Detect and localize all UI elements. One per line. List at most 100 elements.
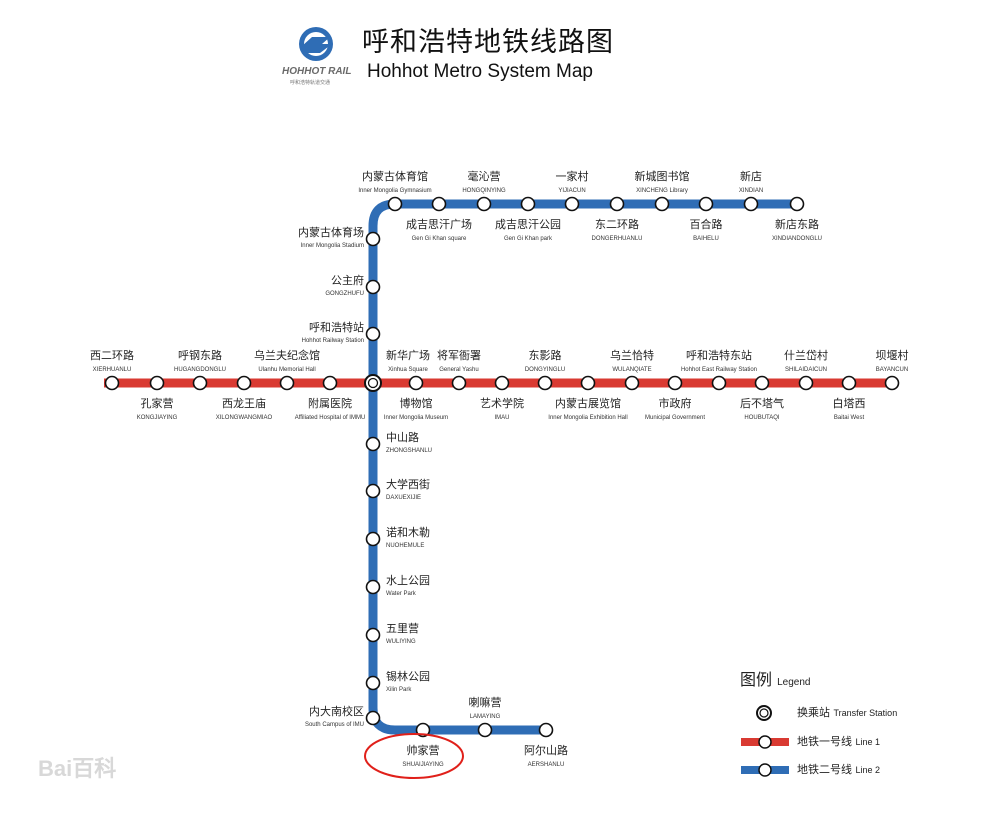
line1-station[interactable] [104, 375, 120, 391]
legend-line1-zh: 地铁一号线 [797, 735, 852, 748]
line2-station[interactable] [654, 196, 670, 212]
line2-station[interactable] [477, 722, 493, 738]
station-name-zh: 乌兰恰特 [610, 348, 654, 362]
line2-station[interactable] [476, 196, 492, 212]
line2-station[interactable] [520, 196, 536, 212]
station-name-en: Inner Mongolia Stadium [301, 243, 364, 249]
station-name-en: DAXUEXIJIE [386, 495, 421, 501]
station-name-en: HONGQINYING [462, 188, 506, 194]
highlight-circle [364, 733, 464, 779]
line1-station[interactable] [798, 375, 814, 391]
line2-station[interactable] [365, 675, 381, 691]
line2-station[interactable] [789, 196, 805, 212]
station-name-en: SHUAIJIAYING [402, 762, 444, 768]
logo-text: HOHHOT RAIL [282, 66, 352, 77]
line1-station[interactable] [192, 375, 208, 391]
station-name-en: SHILAIDAICUN [785, 367, 827, 373]
station-name-en: Water Park [386, 591, 417, 597]
station-name-en: DONGYINGLU [525, 367, 565, 373]
station-name-zh: 附属医院 [308, 396, 352, 410]
station-name-en: Municipal Government [645, 415, 705, 421]
legend-title-en: Legend [777, 677, 811, 688]
station-name-zh: 坝堰村 [876, 348, 909, 362]
line1-station[interactable] [537, 375, 553, 391]
station-name-zh: 锡林公园 [386, 669, 430, 683]
line2-station[interactable] [743, 196, 759, 212]
line2-station[interactable] [564, 196, 580, 212]
line1-station[interactable] [322, 375, 338, 391]
legend-transfer-en: Transfer Station [833, 708, 898, 718]
line1-station[interactable] [279, 375, 295, 391]
line1-station[interactable] [841, 375, 857, 391]
station-name-en: Inner Mongolia Museum [384, 415, 448, 421]
station-name-en: Gen Gi Khan park [504, 236, 553, 242]
line2-station[interactable] [365, 627, 381, 643]
line1-station[interactable] [236, 375, 252, 391]
station-name-zh: 百合路 [690, 217, 723, 231]
station-name-en: GONGZHUFU [325, 291, 364, 297]
station-name-zh: 呼和浩特站 [309, 320, 364, 334]
station-name-zh: 什兰岱村 [784, 348, 828, 362]
station-name-zh: 内蒙古体育馆 [362, 169, 428, 183]
legend-transfer-zh: 换乘站 [797, 706, 830, 719]
line2-station[interactable] [538, 722, 554, 738]
line1-station[interactable] [149, 375, 165, 391]
station-name-en: BAYANCUN [876, 367, 908, 373]
station-name-zh: 毫沁营 [468, 169, 501, 183]
line2-station[interactable] [365, 436, 381, 452]
legend-line2-icon [741, 763, 789, 777]
line2-station[interactable] [431, 196, 447, 212]
station-name-zh: 西龙王庙 [222, 396, 266, 410]
line1-station[interactable] [580, 375, 596, 391]
station-name-en: Gen Gi Khan square [412, 236, 467, 242]
station-name-en: Xinhua Square [388, 367, 428, 373]
station-name-zh: 博物馆 [400, 396, 433, 410]
legend-line2-zh: 地铁二号线 [797, 763, 852, 776]
line1-station[interactable] [884, 375, 900, 391]
page-title-zh: 呼和浩特地铁线路图 [362, 27, 614, 58]
station-name-zh: 将军衙署 [437, 349, 481, 362]
station-name-en: Inner Mongolia Exhibition Hall [548, 415, 627, 421]
line1-station[interactable] [667, 375, 683, 391]
station-name-en: IMAU [495, 415, 510, 421]
line2-station[interactable] [365, 279, 381, 295]
station-name-zh: 东影路 [529, 349, 562, 362]
station-name-en: Baitai West [834, 415, 865, 421]
station-name-en: ZHONGSHANLU [386, 448, 432, 454]
line1-station[interactable] [494, 375, 510, 391]
line1-station[interactable] [754, 375, 770, 391]
station-name-zh: 白塔西 [833, 396, 866, 410]
line2-station[interactable] [365, 579, 381, 595]
transfer-station-xinhua-square[interactable] [364, 374, 382, 392]
line2-station[interactable] [365, 531, 381, 547]
station-name-zh: 内蒙古展览馆 [555, 396, 621, 410]
station-name-en: XINDIAN [739, 188, 763, 194]
hohhot-rail-logo [299, 27, 333, 61]
line2-station[interactable] [365, 326, 381, 342]
station-name-zh: 成吉思汗广场 [406, 217, 472, 231]
line1-station[interactable] [711, 375, 727, 391]
station-name-zh: 喇嘛营 [469, 695, 502, 709]
line2-station[interactable] [387, 196, 403, 212]
station-name-en: YIJIACUN [558, 188, 585, 194]
line2-station[interactable] [365, 483, 381, 499]
line2-station[interactable] [609, 196, 625, 212]
station-name-en: XINDIANDONGLU [772, 236, 822, 242]
line2-station[interactable] [365, 231, 381, 247]
legend-line2: 地铁二号线 Line 2 [797, 763, 880, 777]
legend-graphics [741, 705, 789, 777]
station-name-zh: 新华广场 [386, 348, 430, 362]
line1-station[interactable] [451, 375, 467, 391]
legend-line1-en: Line 1 [855, 737, 881, 747]
station-name-zh: 新店东路 [775, 217, 819, 231]
line1-station[interactable] [624, 375, 640, 391]
line2-station[interactable] [365, 710, 381, 726]
station-name-en: WULIYING [386, 639, 416, 645]
line2-station[interactable] [698, 196, 714, 212]
station-name-en: NUOHEMULE [386, 543, 424, 549]
station-name-en: XINCHENG Library [636, 188, 688, 194]
station-name-en: XIERHUANLU [93, 367, 132, 373]
station-name-zh: 呼和浩特东站 [686, 348, 752, 362]
legend-transfer-icon [756, 705, 772, 721]
line1-station[interactable] [408, 375, 424, 391]
